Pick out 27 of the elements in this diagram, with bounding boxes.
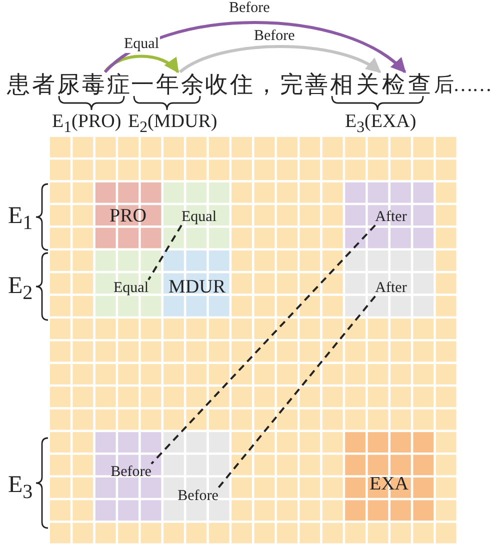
matrix-label: Equal <box>114 280 148 296</box>
matrix-label: Before <box>178 488 218 504</box>
entity-label: E$_{1}$(PRO) <box>52 112 122 136</box>
sentence-text: 收住，完善 <box>205 72 330 98</box>
matrix-label: After <box>375 208 407 226</box>
relation-arrow <box>104 21 406 74</box>
dashed-line <box>150 224 376 464</box>
row-label: E$_{3}$ <box>8 472 33 503</box>
entity-label: E$_{2}$(MDUR) <box>128 112 218 136</box>
matrix-label: MDUR <box>168 278 226 298</box>
entity-text: 相关检查 <box>330 72 434 98</box>
dashed-line <box>148 224 182 280</box>
dashed-line <box>218 296 376 488</box>
relation-arrow <box>104 54 180 74</box>
edge-label: Equal <box>123 36 160 52</box>
relation-arrow <box>179 45 382 74</box>
matrix-label: Equal <box>182 208 216 226</box>
sentence-text: 后…… <box>434 74 491 96</box>
entity-text: 一年余 <box>131 72 206 98</box>
entity-label: E$_{3}$(EXA) <box>345 112 416 136</box>
sentence-text: 患者 <box>7 72 57 98</box>
matrix-label: PRO <box>110 206 146 228</box>
row-label: E$_{1}$ <box>8 203 33 234</box>
entity-text: 尿毒症 <box>57 72 132 98</box>
matrix-label: After <box>375 280 407 296</box>
matrix-label: Before <box>110 464 152 480</box>
row-label: E$_{2}$ <box>8 273 33 304</box>
